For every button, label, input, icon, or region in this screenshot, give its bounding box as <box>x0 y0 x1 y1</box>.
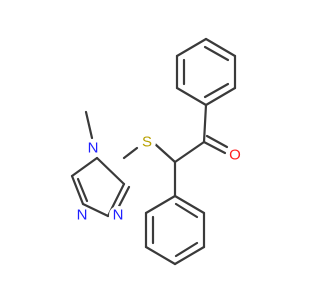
bond <box>144 194 177 215</box>
bond <box>122 146 139 160</box>
atom-label-n-ring-b: N <box>113 207 124 224</box>
bond <box>202 140 227 155</box>
atom-label-o-keto: O <box>229 147 241 164</box>
bond <box>95 156 126 186</box>
bond <box>174 241 199 258</box>
bond <box>76 177 89 203</box>
bond <box>173 245 206 266</box>
atom-n-ring-a: N <box>73 206 91 224</box>
atom-label-n-methyl: N <box>88 140 99 157</box>
bond <box>81 202 110 218</box>
atom-n-methyl: N <box>84 139 102 157</box>
atom-n-ring-b: N <box>109 206 127 224</box>
bond <box>153 142 177 164</box>
atom-s-thio: S <box>138 133 156 151</box>
bond <box>144 245 177 266</box>
bond <box>173 194 206 215</box>
bond <box>174 202 199 219</box>
molecule-structure: N N N S O <box>70 37 244 266</box>
bond <box>70 156 99 178</box>
atom-o-keto: O <box>226 146 244 164</box>
bond <box>205 134 229 149</box>
bond <box>175 86 208 107</box>
bond <box>202 103 208 144</box>
bond <box>84 110 94 140</box>
bond <box>203 82 230 99</box>
bond <box>204 37 237 58</box>
bond <box>203 45 230 62</box>
bond <box>173 140 206 164</box>
atom-label-n-ring-a: N <box>77 207 88 224</box>
atom-label-layer: N N N S O <box>73 133 244 224</box>
atom-label-s-thio: S <box>142 134 152 151</box>
bond <box>204 86 237 107</box>
bond <box>175 37 208 58</box>
bond <box>70 174 85 206</box>
